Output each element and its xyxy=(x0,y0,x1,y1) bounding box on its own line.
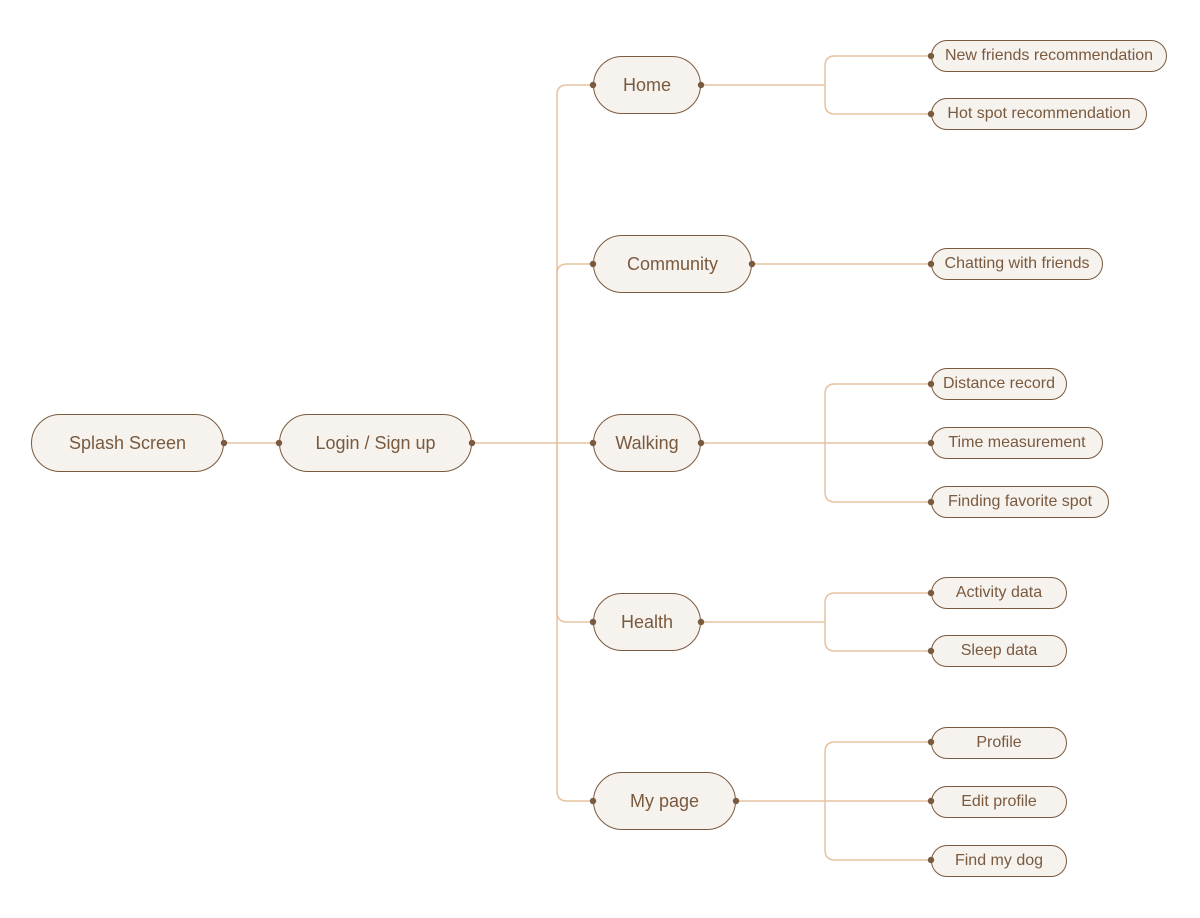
leaf-label: Activity data xyxy=(955,584,1043,601)
leaf-edit-profile: Edit profile xyxy=(931,786,1067,818)
leaf-profile: Profile xyxy=(931,727,1067,759)
node-label: My page xyxy=(629,790,700,811)
edge-walking-distance xyxy=(824,383,931,443)
leaf-label: Hot spot recommendation xyxy=(947,105,1131,122)
node-label: Health xyxy=(620,611,674,632)
leaf-activity-data: Activity data xyxy=(931,577,1067,609)
node-login-sign-up: Login / Sign up xyxy=(279,414,472,472)
leaf-distance-record: Distance record xyxy=(931,368,1067,400)
leaf-label: Find my dog xyxy=(954,852,1044,869)
node-community: Community xyxy=(593,235,752,293)
leaf-label: Sleep data xyxy=(960,642,1038,659)
node-label: Home xyxy=(622,74,671,95)
leaf-label: Finding favorite spot xyxy=(947,493,1093,510)
edge-health-sleep xyxy=(824,622,931,652)
edge-mypage-profile xyxy=(824,741,931,801)
edge-home-hot-spot xyxy=(824,85,931,115)
leaf-label: Chatting with friends xyxy=(944,255,1090,272)
leaf-hot-spot-recommendation: Hot spot recommendation xyxy=(931,98,1147,130)
edge-trunk-health xyxy=(556,443,593,623)
leaf-sleep-data: Sleep data xyxy=(931,635,1067,667)
node-walking: Walking xyxy=(593,414,701,472)
leaf-label: Time measurement xyxy=(948,434,1086,451)
node-home: Home xyxy=(593,56,701,114)
leaf-time-measurement: Time measurement xyxy=(931,427,1103,459)
edge-trunk-home xyxy=(556,84,593,443)
leaf-finding-favorite-spot: Finding favorite spot xyxy=(931,486,1109,518)
edge-trunk-community xyxy=(556,263,593,443)
edge-trunk-mypage xyxy=(556,443,593,802)
node-label: Walking xyxy=(615,432,679,453)
node-label: Splash Screen xyxy=(68,432,187,453)
node-label: Community xyxy=(626,253,719,274)
edge-walking-fav xyxy=(824,443,931,503)
leaf-label: Edit profile xyxy=(961,793,1037,810)
node-my-page: My page xyxy=(593,772,736,830)
leaf-find-my-dog: Find my dog xyxy=(931,845,1067,877)
leaf-chatting-with-friends: Chatting with friends xyxy=(931,248,1103,280)
edge-home-new-friends xyxy=(824,55,931,85)
leaf-label: Profile xyxy=(976,734,1022,751)
node-splash-screen: Splash Screen xyxy=(31,414,224,472)
leaf-label: New friends recommendation xyxy=(944,47,1154,64)
leaf-new-friends-recommendation: New friends recommendation xyxy=(931,40,1167,72)
node-label: Login / Sign up xyxy=(315,432,436,453)
node-health: Health xyxy=(593,593,701,651)
leaf-label: Distance record xyxy=(942,375,1056,392)
edge-mypage-find-dog xyxy=(824,801,931,861)
edge-health-activity xyxy=(824,592,931,622)
